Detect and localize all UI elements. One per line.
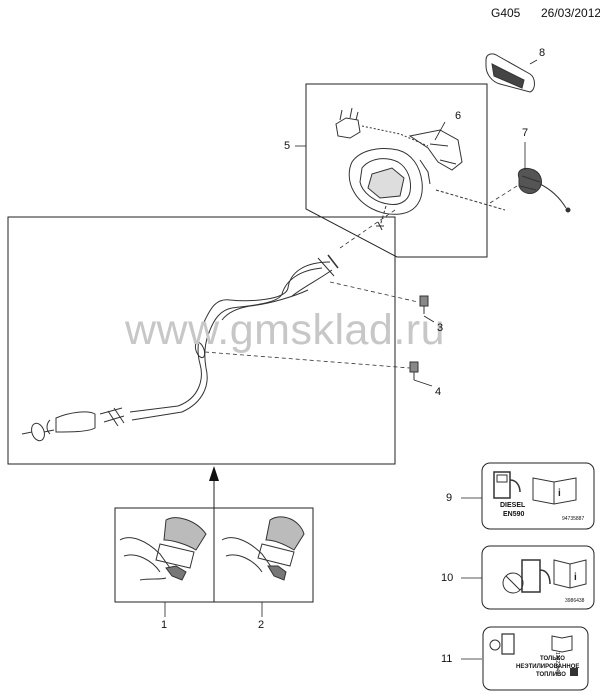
callout-2: 2 [258, 619, 265, 631]
variant-arrow-head [209, 466, 219, 481]
label-11-code: 13222046 [554, 652, 560, 675]
callout-lines [164, 59, 538, 660]
diagram-code: G405 [491, 6, 521, 20]
callout-3: 3 [437, 322, 444, 334]
filler-door-frame [305, 83, 488, 258]
variant-2-drawing [221, 516, 305, 581]
label-11-line2: НЕЭТИЛИРОВАННОЕ [516, 664, 580, 670]
label-10: i [481, 545, 595, 610]
watermark-text: www.gmsklad.ru [125, 306, 446, 354]
label-9-mid: EN590 [503, 511, 525, 518]
label-11-line1: ТОЛЬКО [540, 656, 565, 662]
label-9-code: 94735887 [562, 516, 585, 522]
callout-10: 10 [441, 572, 454, 584]
leader-lines [204, 185, 518, 369]
diagram-date: 26/03/2012 [541, 6, 600, 20]
label-11-line3: ТОПЛИВО [536, 672, 566, 678]
label-plate [485, 53, 535, 93]
bolt-3 [419, 295, 429, 314]
filler-pipe-frame [7, 216, 396, 465]
fuel-cap [517, 167, 571, 213]
bolt-4 [409, 361, 419, 380]
svg-text:i: i [574, 572, 577, 583]
callout-7: 7 [522, 127, 529, 139]
filler-door-assembly [335, 107, 506, 231]
callout-11: 11 [441, 653, 453, 665]
label-10-code: 3986438 [565, 598, 585, 604]
callout-1: 1 [161, 619, 168, 631]
callout-6: 6 [455, 110, 462, 122]
callout-4: 4 [435, 386, 442, 398]
label-9-top: DIESEL [500, 502, 526, 509]
callout-8: 8 [539, 47, 546, 59]
label-9: i [481, 462, 595, 530]
callout-5: 5 [284, 140, 291, 152]
variant-1-drawing [119, 517, 207, 581]
label-11 [482, 626, 589, 691]
svg-text:i: i [558, 488, 561, 499]
callout-9: 9 [446, 492, 453, 504]
filler-pipe [21, 254, 339, 442]
